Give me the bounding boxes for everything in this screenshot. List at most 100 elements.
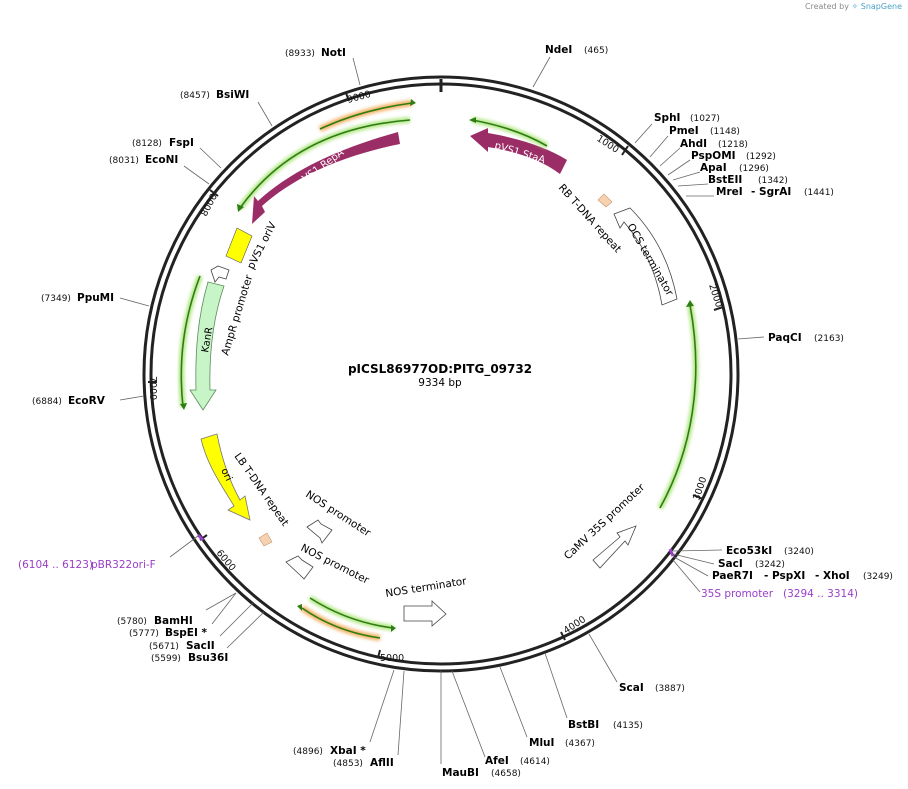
snapgene-logo-icon: ✧ (851, 2, 859, 11)
site-position: (2163) (814, 334, 844, 344)
site-name: AhdI (680, 138, 707, 150)
feature-kanr[interactable]: KanR (189, 281, 225, 411)
site-position: (7349) (41, 294, 71, 304)
site-name: EcoNI (145, 154, 178, 166)
site-position: (1296) (739, 164, 769, 174)
site-name: Bsu36I (188, 652, 228, 664)
snapgene-credit: Created by ✧ SnapGene (805, 2, 902, 11)
kanr-label: KanR (200, 326, 215, 353)
feature-rb-repeat[interactable]: RB T-DNA repeat (556, 182, 624, 255)
ampr-promoter-label: AmpR promoter (219, 273, 255, 357)
site-name: BstBI (568, 719, 599, 731)
credit-text: Created by (804, 2, 849, 11)
site-name: BstEII (708, 174, 742, 186)
ruler-tick (209, 189, 219, 197)
site-name: PpuMI (77, 292, 114, 304)
feature-nos-terminator[interactable]: NOS terminator (385, 575, 468, 627)
site-position: (4896) (293, 747, 323, 757)
site-name: PspOMI (691, 150, 736, 162)
site-leaders (119, 56, 765, 764)
primer-name: 35S promoter (701, 588, 774, 600)
feature-ocs-terminator[interactable]: OCS terminator (613, 207, 678, 306)
site-name: SacI (718, 558, 743, 570)
site-position: (5777) (129, 629, 159, 639)
site-name: AfeI (485, 755, 509, 767)
site-position: (4135) (613, 721, 643, 731)
site-name: Eco53kI (726, 545, 772, 557)
site-position: (1342) (758, 176, 788, 186)
site-name: NotI (321, 47, 346, 59)
primer-marks (196, 533, 675, 557)
feature-pvs1-oriv[interactable]: pVS1 oriV (225, 219, 279, 271)
site-name: MauBI (442, 767, 479, 779)
ruler-label: 2000 (706, 283, 724, 309)
site-name: ScaI (619, 682, 644, 694)
site-name: AflII (370, 757, 394, 769)
site-name: MluI (529, 737, 554, 749)
pvs1-oriv-label: pVS1 oriV (245, 219, 279, 271)
site-name: PaeR7I (712, 570, 753, 582)
site-name: PmeI (669, 125, 699, 137)
site-name: BamHI (154, 615, 193, 627)
site-position: (5671) (149, 642, 179, 652)
primer-name: pBR322ori-F (91, 559, 156, 571)
credit-brand: SnapGene (860, 2, 902, 11)
site-name: MreI (716, 186, 743, 198)
site-position: (6884) (32, 397, 62, 407)
ruler-label: 7000 (147, 376, 158, 400)
site-position: (8128) (132, 139, 162, 149)
ruler-ticks (148, 92, 724, 659)
primer-mark (196, 533, 205, 542)
site-name-3: - XhoI (815, 570, 850, 582)
site-position: (3240) (784, 547, 814, 557)
site-name: XbaI * (330, 745, 366, 757)
lb-repeat-label: LB T-DNA repeat (232, 451, 291, 529)
site-position: (8457) (180, 91, 210, 101)
primer-range: (3294 .. 3314) (783, 588, 858, 600)
site-name: PaqCI (768, 332, 802, 344)
site-position: (1027) (690, 114, 720, 124)
primer-mark (668, 548, 675, 557)
feature-nos-promoter-1[interactable]: NOS promoter (303, 488, 373, 544)
site-position: (4367) (565, 739, 595, 749)
feature-ori[interactable]: ori (200, 433, 251, 521)
site-name: EcoRV (68, 395, 106, 407)
ruler-tick (345, 92, 350, 102)
plasmid-name: pICSL86977OD:PITG_09732 (348, 362, 532, 377)
site-position: (1148) (710, 127, 740, 137)
site-position: (1292) (746, 152, 776, 162)
feature-pvs1-repa[interactable]: pVS1 RepA (252, 132, 400, 224)
site-position: (3249) (863, 572, 893, 582)
site-position: (3242) (755, 560, 785, 570)
site-name-2: - SgrAI (751, 186, 791, 198)
site-name: NdeI (545, 44, 572, 56)
ori-label: ori (218, 467, 233, 483)
ruler-tick (560, 631, 566, 641)
rb-repeat-label: RB T-DNA repeat (556, 182, 624, 255)
ruler-tick (377, 649, 381, 659)
feature-lb-repeat[interactable]: LB T-DNA repeat (232, 451, 291, 547)
feature-ampr-promoter[interactable]: AmpR promoter (210, 265, 255, 357)
site-name: SacII (186, 640, 215, 652)
site-name: BspEI * (165, 627, 208, 639)
orf-arrows (178, 99, 699, 641)
site-position: (4853) (333, 759, 363, 769)
feature-camv-promoter[interactable]: CaMV 35S promoter (562, 481, 648, 569)
site-name-2: - PspXI (764, 570, 805, 582)
feature-nos-promoter-2[interactable]: NOS promoter (285, 542, 371, 587)
site-position: (465) (584, 46, 608, 56)
ruler-tick (713, 306, 724, 311)
site-position: (8031) (109, 156, 139, 166)
primer-range: (6104 .. 6123) (18, 559, 93, 571)
site-name: BsiWI (216, 89, 249, 101)
plasmid-length: 9334 bp (418, 377, 462, 389)
site-position: (1218) (718, 140, 748, 150)
ruler-tick (692, 494, 704, 500)
site-name: FspI (169, 137, 194, 149)
site-position: (5780) (117, 617, 147, 627)
site-position: (3887) (655, 684, 685, 694)
ruler-tick (621, 145, 629, 156)
site-name: ApaI (700, 162, 727, 174)
site-position: (4614) (520, 757, 550, 767)
site-name: SphI (654, 112, 680, 124)
